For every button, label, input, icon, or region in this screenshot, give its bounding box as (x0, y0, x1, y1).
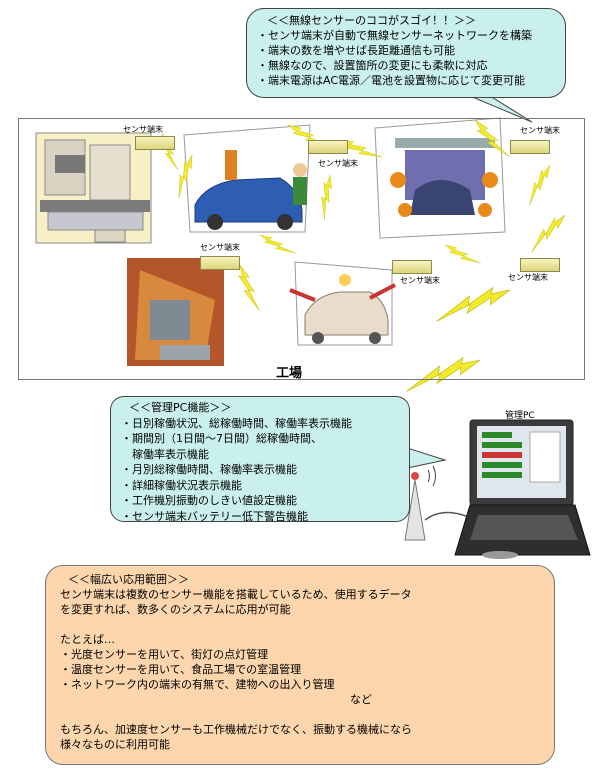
applications-closing: もちろん、加速度センサーも工作機械だけでなく、振動する機械になら (60, 723, 412, 736)
applications-example-lead: たとえば… (60, 633, 115, 646)
pc-function-item: ・月別総稼働時間、稼働率表示機能 (121, 463, 297, 476)
wireless-feature-item: ・無線なので、設置箇所の変更にも柔軟に対応 (257, 59, 488, 72)
robot-line-illustration (374, 117, 506, 239)
applications-title: ＜＜幅広い応用範囲＞＞ (68, 573, 189, 586)
car-assembly-illustration (183, 124, 311, 233)
applications-closing: 様々なものに利用可能 (60, 738, 170, 751)
pc-callout-title: ＜＜管理PC機能＞＞ (129, 401, 232, 414)
wireless-feature-item: ・端末電源はAC電源／電池を設置物に応じて変更可能 (257, 74, 526, 87)
applications-etc: など (350, 693, 372, 706)
wireless-features-callout: ＜＜無線センサーのココがスゴイ！！＞＞ ・センサ端末が自動で無線センサーネットワ… (246, 8, 566, 98)
sensor-terminal-icon (510, 140, 550, 154)
welding-robot-illustration (289, 261, 396, 346)
factory-label: 工場 (276, 366, 303, 381)
wireless-feature-item: ・センサ端末が自動で無線センサーネットワークを構築 (257, 29, 532, 42)
applications-intro: センサ端末は複数のセンサー機能を搭載しているため、使用するデータ (60, 588, 412, 601)
antenna-icon (394, 465, 436, 541)
pc-function-item: 稼働率表示機能 (121, 447, 209, 461)
sensor-terminal-label: センサ端末 (400, 276, 440, 285)
sensor-terminal-icon (520, 258, 560, 272)
sensor-terminal-icon (392, 260, 432, 274)
pc-function-item: ・センサ端末バッテリー低下警告機能 (121, 509, 308, 523)
sensor-terminal-icon (135, 136, 175, 150)
laptop-icon (454, 419, 591, 559)
sensor-terminal-icon (200, 256, 240, 270)
management-pc-label: 管理PC (505, 411, 535, 421)
wireless-feature-item: ・端末の数を増やせば長距離通信も可能 (257, 44, 455, 57)
applications-intro: を変更すれば、数多くのシステムに応用が可能 (60, 603, 291, 616)
pc-functions-callout: ＜＜管理PC機能＞＞ ・日別稼働状況、総稼働時間、稼働率表示機能 ・期間別（1日… (110, 396, 410, 523)
wireless-callout-title: ＜＜無線センサーのココがスゴイ！！＞＞ (267, 14, 476, 27)
sensor-terminal-label: センサ端末 (508, 273, 548, 282)
production-line-photo (127, 258, 224, 366)
factory-frame (18, 118, 585, 380)
application-example: ・ネットワーク内の端末の有無で、建物への出入り管理 (60, 678, 335, 691)
sensor-terminal-label: センサ端末 (318, 159, 358, 168)
applications-box: ＜＜幅広い応用範囲＞＞ センサ端末は複数のセンサー機能を搭載しているため、使用す… (45, 565, 555, 765)
pc-function-item: ・工作機別振動のしきい値設定機能 (121, 494, 297, 507)
press-machine-illustration (35, 132, 152, 244)
pc-function-item: ・詳細稼働状況表示機能 (121, 478, 242, 492)
pc-function-item: ・日別稼働状況、総稼働時間、稼働率表示機能 (121, 416, 352, 430)
sensor-terminal-label: センサ端末 (123, 125, 163, 134)
application-example: ・光度センサーを用いて、街灯の点灯管理 (60, 648, 269, 661)
sensor-terminal-label: センサ端末 (200, 243, 240, 252)
sensor-terminal-icon (308, 140, 348, 154)
application-example: ・温度センサーを用いて、食品工場での室温管理 (60, 663, 302, 676)
sensor-terminal-label: センサ端末 (520, 126, 560, 135)
pc-function-item: ・期間別（1日間～7日間）総稼働時間、 (121, 432, 322, 445)
